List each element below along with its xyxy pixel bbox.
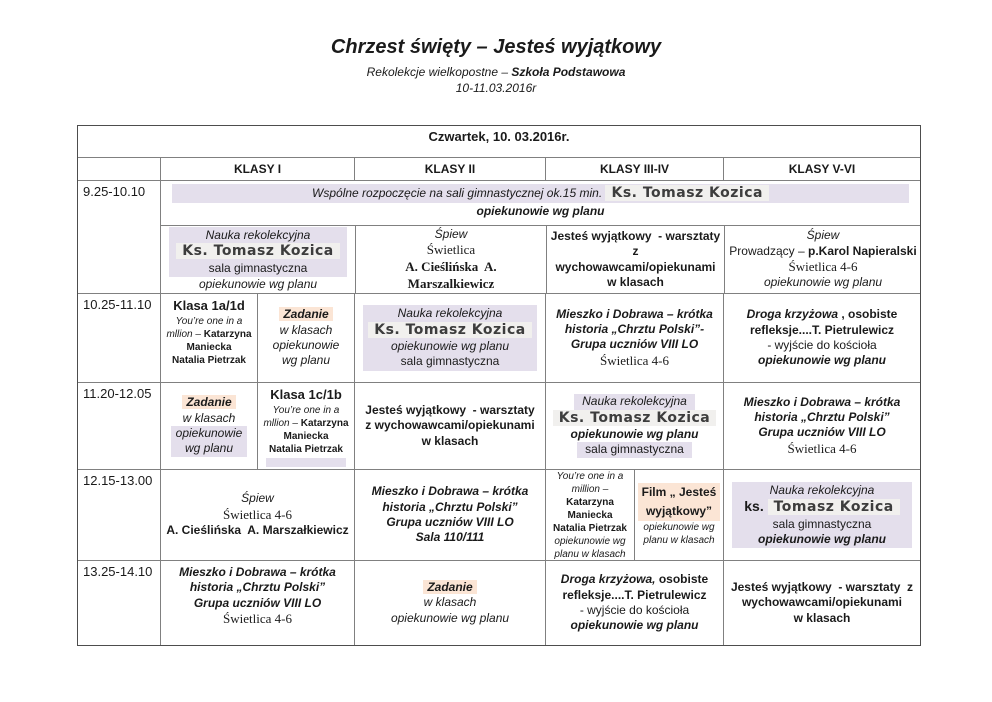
row-925-1010: 9.25-10.10 Wspólne rozpoczęcie na sali g… [78,180,920,293]
cell-r4-klasy3-4-film: Film „ Jesteś wyjątkowy” opiekunowie wg … [634,470,723,560]
row-1025-1110: 10.25-11.10 Klasa 1a/1d You’re one in a … [78,293,920,382]
film-highlight: Film „ Jesteś wyjątkowy” [637,482,721,522]
cell-r4-klasy3-4-group: You’re one in a million – Katarzyna Mani… [553,470,627,560]
row-1120-1205: 11.20-12.05 Zadanie w klasach opiekunowi… [78,382,920,469]
highlight-strip [265,457,347,467]
column-header-time [78,158,160,180]
cell-r2-klasy1-task: Zadanie w klasach opiekunowie wg planu [257,294,354,382]
priest-name: Ks. Tomasz Kozica [176,243,340,260]
cell-r3-klasy2: Jesteś wyjątkowy - warsztaty z wychowawc… [354,383,545,469]
column-header-klasy-5-6: KLASY V-VI [723,158,920,180]
column-header-klasy-3-4: KLASY III-IV [545,158,723,180]
task-highlight: Zadanie [182,395,236,410]
cell-r1-klasy3-4: Jesteś wyjątkowy - warsztaty z wychowawc… [546,226,724,293]
cell-r4-klasy1: Śpiew Świetlica 4-6 A. Cieślińska A. Mar… [160,470,354,560]
cell-r2-klasy1-group-a: Klasa 1a/1d You’re one in a mllion – Kat… [166,298,252,366]
cell-r5-klasy2: Zadanie w klasach opiekunowie wg planu [354,561,545,645]
priest-name: Ks. Tomasz Kozica [368,321,532,338]
column-header-row: KLASY I KLASY II KLASY III-IV KLASY V-VI [78,157,920,180]
subtitle: Rekolekcje wielkopostne – Szkoła Podstaw… [0,65,992,79]
cell-r3-klasy3-4: Nauka rekolekcyjna Ks. Tomasz Kozica opi… [545,383,723,469]
row-1215-1300: 12.15-13.00 Śpiew Świetlica 4-6 A. Cieśl… [78,469,920,560]
page-title: Chrzest święty – Jesteś wyjątkowy [330,36,662,58]
cell-r5-klasy1: Mieszko i Dobrawa – krótka historia „Chr… [160,561,354,645]
time-cell-r3: 11.20-12.05 [83,386,152,401]
time-cell-r4: 12.15-13.00 [83,473,153,488]
cell-r4-klasy2: Mieszko i Dobrawa – krótka historia „Chr… [354,470,545,560]
highlight-line: sala gimnastyczna [577,442,692,458]
schedule-table: Czwartek, 10. 03.2016r. KLASY I KLASY II… [77,125,921,646]
banner-line1: Wspólne rozpoczęcie na sali gimnastyczne… [172,184,909,203]
highlight-block: Nauka rekolekcyjna ks. Tomasz Kozica sal… [731,481,913,549]
cell-r1-klasy1: Nauka rekolekcyjna Ks. Tomasz Kozica sal… [161,226,355,293]
subtitle-school: Szkoła Podstawowa [511,65,626,79]
cell-r2-klasy3-4: Mieszko i Dobrawa – krótka historia „Chr… [545,294,723,382]
document-header: Chrzest święty – Jesteś wyjątkowy Rekole… [0,0,992,95]
task-highlight: Zadanie [279,307,333,322]
row-1325-1410: 13.25-14.10 Mieszko i Dobrawa – krótka h… [78,560,920,645]
cell-r5-klasy3-4: Droga krzyżowa, osobiste refleksje....T.… [545,561,723,645]
date-line: 10-11.03.2016r [455,81,537,95]
time-cell-r2: 10.25-11.10 [83,297,152,312]
highlight-block: Nauka rekolekcyjna Ks. Tomasz Kozica sal… [168,226,348,277]
highlight-block: Nauka rekolekcyjna Ks. Tomasz Kozica opi… [362,305,538,371]
banner-intro: Wspólne rozpoczęcie na sali gimnastyczne… [312,186,606,200]
time-cell-r5: 13.25-14.10 [83,564,153,579]
cell-r2-klasy2: Nauka rekolekcyjna Ks. Tomasz Kozica opi… [354,294,545,382]
cell-r5-klasy5-6: Jesteś wyjątkowy - warsztaty z wychowawc… [723,561,920,645]
day-header-text: Czwartek, 10. 03.2016r. [428,129,570,144]
cell-r3-klasy1-task: Zadanie w klasach opiekunowie wg planu [161,383,257,469]
banner-caretakers: opiekunowie wg planu [476,203,605,218]
priest-name: Tomasz Kozica [767,499,900,516]
banner-priest-name: Ks. Tomasz Kozica [605,185,769,201]
cell-r3-klasy1: Zadanie w klasach opiekunowie wg planu K… [160,383,354,469]
row1-class-cells: Nauka rekolekcyjna Ks. Tomasz Kozica sal… [161,225,920,293]
cell-r3-klasy5-6: Mieszko i Dobrawa – krótka historia „Chr… [723,383,920,469]
column-header-klasy-2: KLASY II [354,158,545,180]
cell-r1-klasy2: Śpiew Świetlica A. Cieślińska A. Marszal… [355,226,546,293]
priest-name: Ks. Tomasz Kozica [552,409,717,426]
cell-r2-klasy1: Klasa 1a/1d You’re one in a mllion – Kat… [160,294,354,382]
row1-content: Wspólne rozpoczęcie na sali gimnastyczne… [160,181,920,293]
cell-r4-klasy3-4: You’re one in a million – Katarzyna Mani… [545,470,723,560]
time-cell-r1: 9.25-10.10 [83,184,146,199]
subtitle-prefix: Rekolekcje wielkopostne – [366,65,512,79]
column-header-klasy-1: KLASY I [160,158,354,180]
cell-r4-klasy5-6: Nauka rekolekcyjna ks. Tomasz Kozica sal… [723,470,920,560]
cell-r2-klasy5-6: Droga krzyżowa , osobiste refleksje....T… [723,294,920,382]
cell-r3-klasy1-group-b: Klasa 1c/1b You’re one in a mllion – Kat… [257,383,354,469]
highlight-block: opiekunowie wg planu [170,426,248,457]
common-opening-banner: Wspólne rozpoczęcie na sali gimnastyczne… [161,181,920,225]
highlight-line: Nauka rekolekcyjna [574,394,695,410]
cell-r1-klasy5-6: Śpiew Prowadzący – p.Karol Napieralski Ś… [724,226,921,293]
day-header: Czwartek, 10. 03.2016r. [78,126,920,157]
task-highlight: Zadanie [423,579,477,594]
